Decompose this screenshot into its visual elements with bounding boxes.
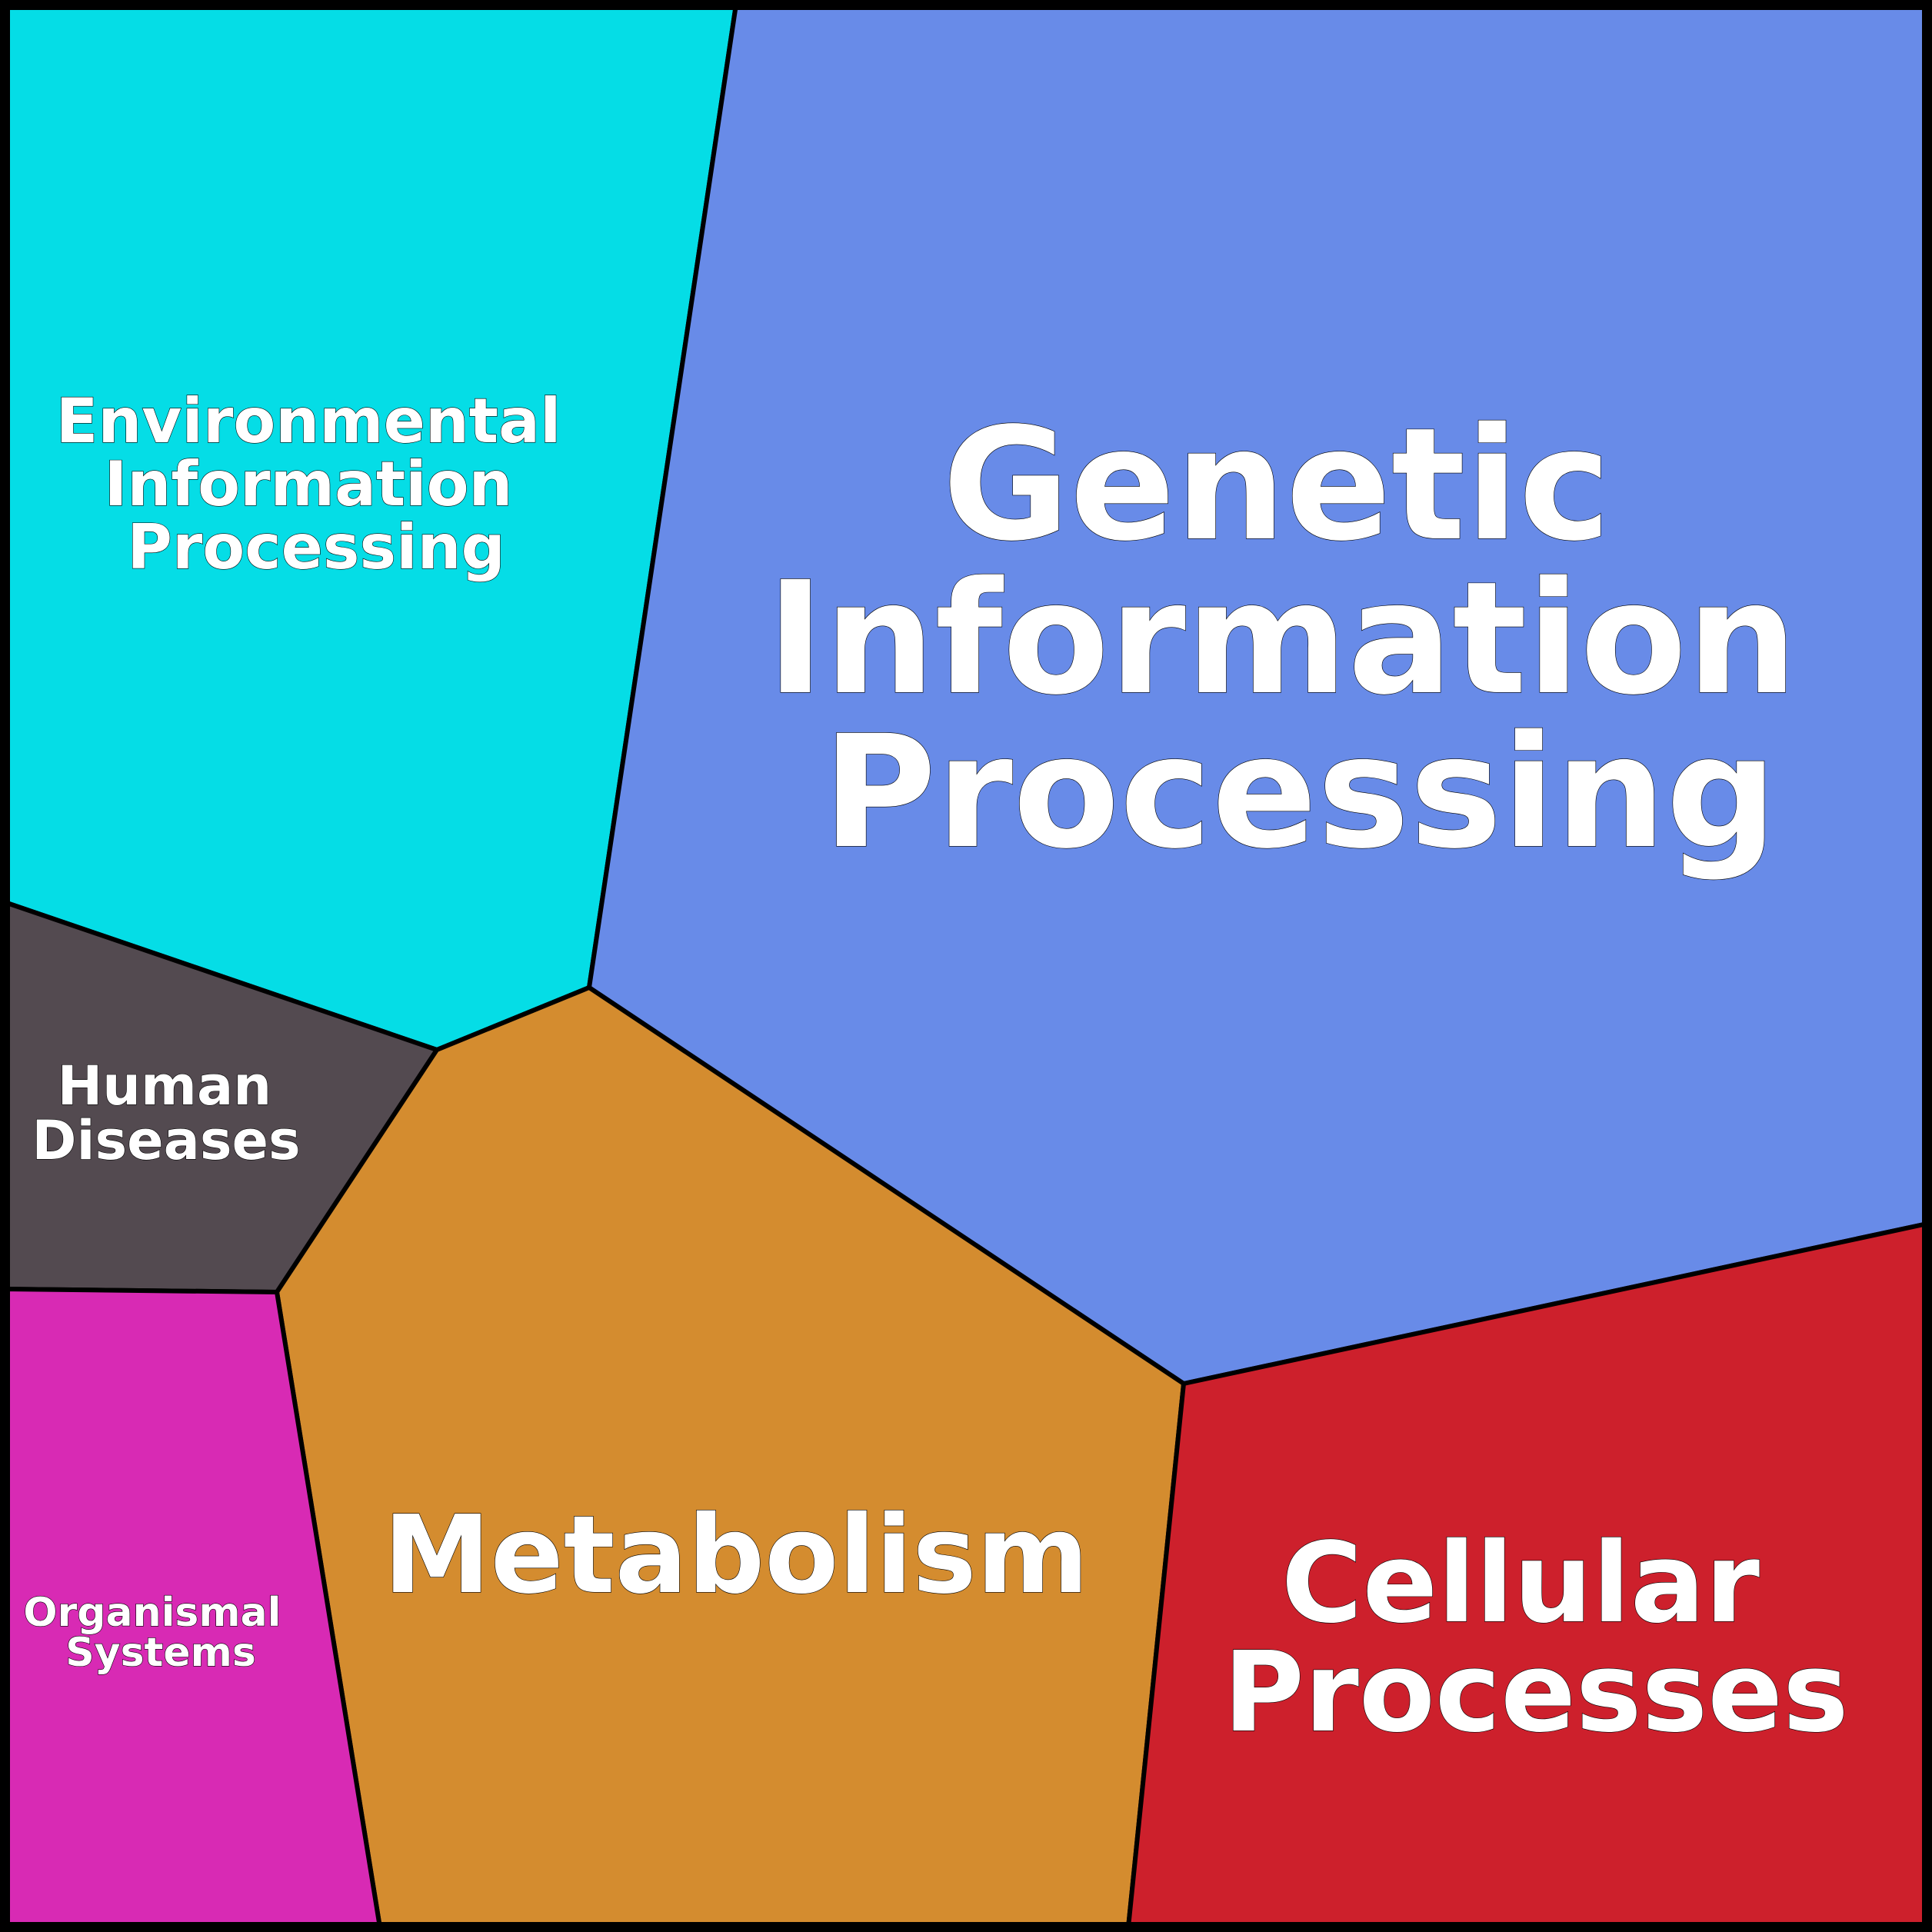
label-line: Processing	[822, 701, 1777, 883]
label-genetic-information-processing: Genetic Information Processing	[767, 394, 1852, 883]
label-line: Organismal	[23, 1590, 281, 1636]
label-line: Diseases	[32, 1109, 300, 1172]
label-line: Information	[105, 448, 513, 520]
label-human-diseases: Human Diseases	[32, 1054, 300, 1172]
label-line: Cellular	[1281, 1518, 1760, 1647]
label-line: Metabolism	[383, 1493, 1088, 1618]
label-line: Processing	[127, 511, 505, 583]
label-line: Genetic	[942, 394, 1611, 575]
label-line: Environmental	[56, 385, 561, 457]
label-organismal-systems: Organismal Systems	[23, 1590, 295, 1676]
label-line: Processes	[1223, 1627, 1848, 1757]
label-metabolism: Metabolism	[383, 1493, 1088, 1618]
label-cellular-processes: Cellular Processes	[1223, 1518, 1848, 1757]
label-line: Systems	[65, 1630, 256, 1676]
label-environmental-information-processing: Environmental Information Processing	[56, 385, 583, 583]
label-line: Human	[58, 1054, 271, 1118]
label-line: Information	[767, 548, 1797, 729]
